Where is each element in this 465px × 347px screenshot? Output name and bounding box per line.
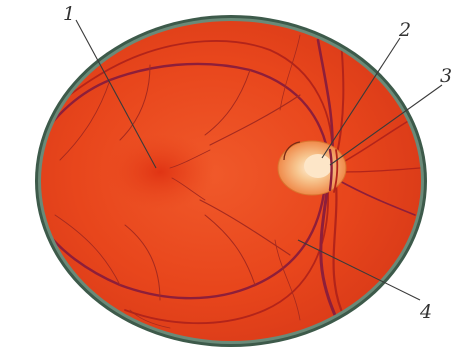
callout-label-4: 4: [419, 301, 432, 323]
macula: [105, 134, 215, 210]
callout-label-3: 3: [440, 65, 452, 87]
optic-cup: [304, 154, 332, 178]
callout-label-2: 2: [398, 19, 411, 41]
callout-label-1: 1: [63, 3, 75, 25]
